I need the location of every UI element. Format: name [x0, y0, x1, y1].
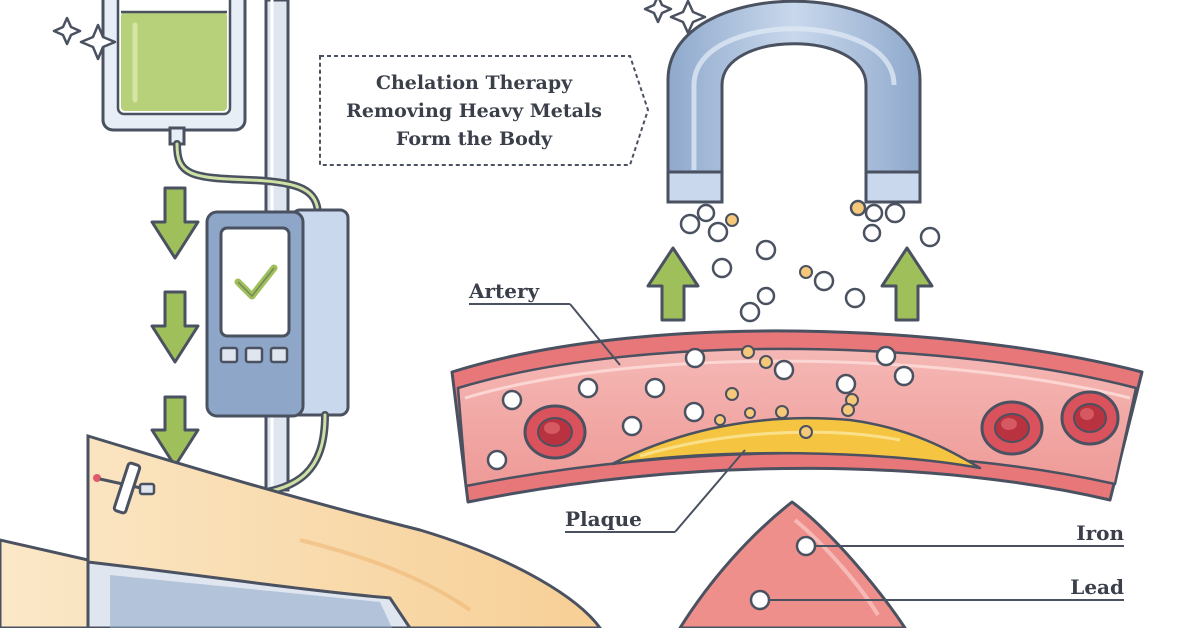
- gold-particle: [775, 405, 789, 419]
- metal-particle: [773, 359, 795, 381]
- artery-label: Artery: [468, 279, 541, 303]
- metal-particles: [486, 199, 941, 471]
- metal-particle: [501, 389, 523, 411]
- tissue-detail: [678, 500, 907, 628]
- metal-particle: [486, 449, 508, 471]
- metal-particle: [919, 226, 941, 248]
- metal-particle: [684, 347, 706, 369]
- iv-bag: [101, 0, 247, 146]
- up-arrow-icon: [646, 246, 700, 322]
- metal-particle: [679, 213, 701, 235]
- gold-particle: [744, 407, 756, 419]
- gold-particle: [725, 213, 739, 227]
- gold-particle: [741, 345, 755, 359]
- metal-particle: [696, 203, 716, 223]
- title-line-2: Removing Heavy Metals: [346, 100, 602, 122]
- pump-buttons: [219, 346, 289, 364]
- infusion-pump: [205, 208, 350, 418]
- metal-particle: [875, 345, 897, 367]
- metal-particle: [864, 203, 884, 223]
- iron-particle: [795, 535, 817, 557]
- red-blood-cell: [523, 404, 587, 460]
- metal-particle: [862, 223, 882, 243]
- artery-callout: Artery: [468, 279, 621, 366]
- metal-particle: [835, 373, 857, 395]
- metal-particle: [711, 257, 733, 279]
- down-arrow-icon: [150, 290, 200, 364]
- metal-particle: [893, 365, 915, 387]
- gold-particle: [759, 355, 773, 369]
- lead-label: Lead: [1070, 575, 1124, 599]
- red-blood-cell: [980, 400, 1044, 456]
- metal-particle: [813, 270, 835, 292]
- metal-particle: [884, 202, 906, 224]
- title-line-1: Chelation Therapy: [376, 72, 573, 94]
- title-callout: Chelation Therapy Removing Heavy Metals …: [319, 55, 650, 166]
- gold-particle: [799, 425, 813, 439]
- metal-particle: [577, 377, 599, 399]
- gold-particle: [714, 414, 726, 426]
- metal-particle: [621, 415, 643, 437]
- iron-label: Iron: [1076, 521, 1124, 545]
- title-line-3: Form the Body: [396, 128, 553, 150]
- plaque-label: Plaque: [565, 507, 642, 531]
- red-blood-cell: [1060, 390, 1120, 446]
- metal-particle: [844, 287, 866, 309]
- lead-callout: Lead: [769, 575, 1124, 601]
- metal-particle: [707, 221, 729, 243]
- metal-particle: [739, 301, 761, 323]
- lead-particle: [749, 589, 771, 611]
- gold-particle: [849, 199, 867, 217]
- metal-particle: [755, 239, 777, 261]
- metal-particle: [756, 286, 776, 306]
- iron-callout: Iron: [815, 521, 1124, 547]
- plaque-deposit: [610, 416, 982, 470]
- metal-particle: [683, 401, 705, 423]
- down-arrow-icon: [150, 186, 200, 260]
- up-arrow-icon: [880, 246, 934, 322]
- plaque-callout: Plaque: [565, 449, 746, 533]
- down-arrow-icon: [150, 395, 200, 468]
- iv-catheter: [93, 461, 156, 515]
- sparkle-icon: [52, 16, 117, 61]
- metal-particle: [644, 377, 666, 399]
- gold-particle: [841, 403, 855, 417]
- magnet: [666, 0, 922, 204]
- gold-particle: [725, 387, 739, 401]
- gold-particle: [799, 265, 813, 279]
